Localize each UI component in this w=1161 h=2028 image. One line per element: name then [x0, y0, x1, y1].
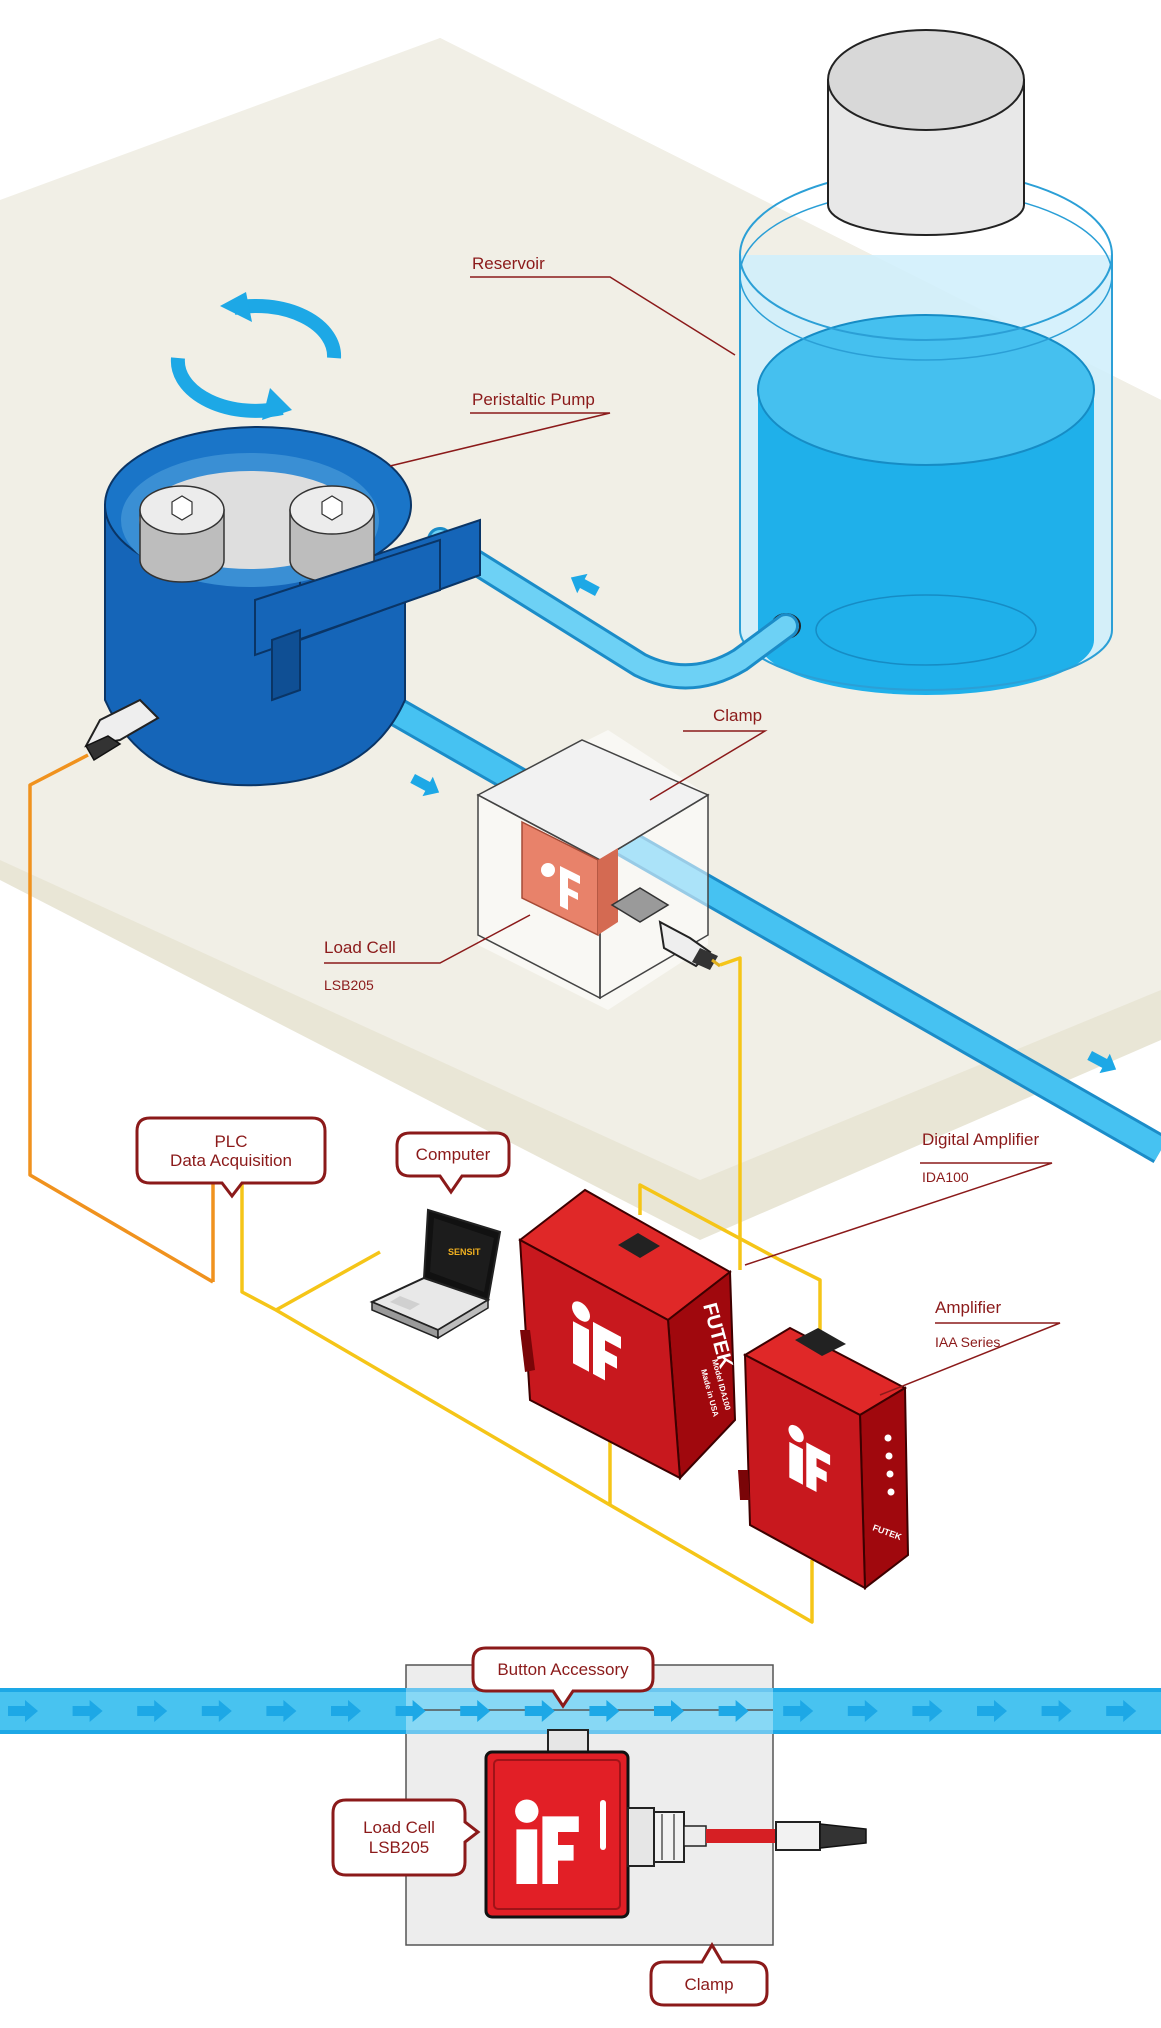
plc-label-line1: PLC	[214, 1132, 247, 1151]
load-cell-bottom-model: LSB205	[369, 1838, 430, 1857]
rotation-arrowhead-icon	[262, 388, 292, 420]
amp-label: Amplifier	[935, 1298, 1001, 1317]
clamp-bottom-label: Clamp	[684, 1975, 733, 1994]
load-cell-top-model: LSB205	[324, 977, 374, 993]
laptop-brand-text: SENSIT	[448, 1247, 481, 1257]
computer-callout: Computer	[395, 1131, 511, 1195]
rotation-icon	[170, 298, 342, 418]
fluid-line-detail	[0, 1688, 1161, 1734]
computer-label: Computer	[416, 1145, 491, 1164]
peristaltic-pump	[84, 426, 481, 787]
amplifier: FUTEK	[738, 1326, 910, 1590]
amp-model: IAA Series	[935, 1334, 1000, 1350]
load-cell-bottom-callout: Load Cell LSB205	[331, 1798, 481, 1877]
plc-callout: PLC Data Acquisition	[135, 1116, 327, 1199]
reservoir	[739, 29, 1113, 695]
leader-lines	[324, 276, 1061, 1396]
load-cell-bottom-label: Load Cell	[363, 1818, 435, 1837]
button-accessory-label: Button Accessory	[497, 1660, 629, 1679]
digital-amp-label: Digital Amplifier	[922, 1130, 1039, 1149]
clamp-bottom-callout: Clamp	[649, 1942, 769, 2007]
button-accessory-callout: Button Accessory	[471, 1646, 655, 1709]
load-cell-top	[521, 820, 618, 937]
load-cell-top-label: Load Cell	[324, 938, 396, 957]
plc-label-line2: Data Acquisition	[170, 1151, 292, 1170]
reservoir-label: Reservoir	[472, 254, 545, 273]
pump-label: Peristaltic Pump	[472, 390, 595, 409]
rotation-arrowhead-icon	[220, 292, 252, 322]
load-cell-detail	[484, 1729, 867, 1919]
wiring	[28, 753, 822, 1624]
laptop-computer: SENSIT	[369, 1208, 502, 1340]
digital-amp-model: IDA100	[922, 1169, 969, 1185]
digital-amplifier: FUTEK Model IDA100 Made in USA	[518, 1188, 737, 1481]
clamp-top-label: Clamp	[713, 706, 762, 725]
